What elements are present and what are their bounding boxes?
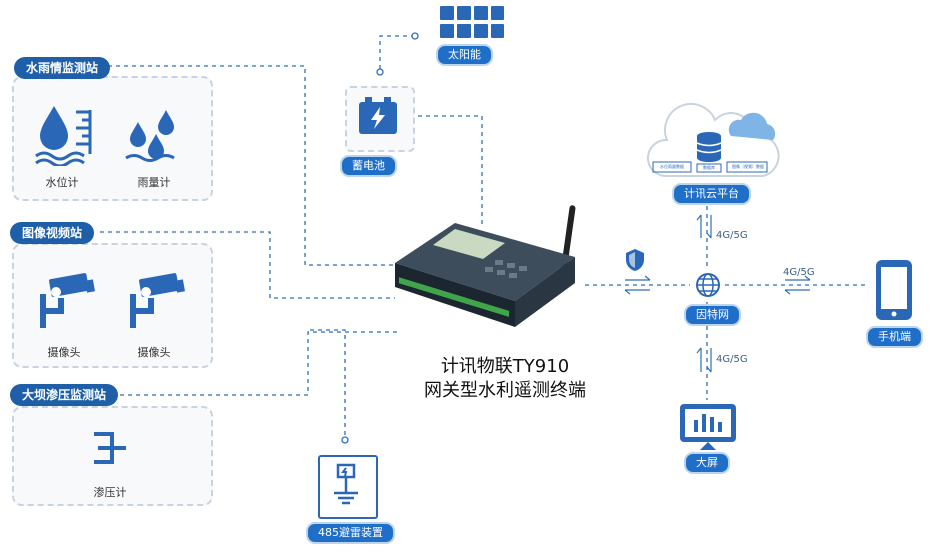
solar-label: 太阳能	[436, 44, 493, 66]
camera-icon	[130, 273, 185, 328]
battery-icon	[359, 97, 397, 134]
device-title-line1: 计讯物联TY910	[440, 356, 570, 377]
phone-icon	[876, 260, 912, 320]
device-title: 计讯物联TY910 网关型水利遥测终端	[380, 355, 630, 403]
piezometer-label: 渗压计	[93, 486, 127, 499]
camera-label-1: 摄像头	[47, 346, 81, 359]
device-title-line2: 网关型水利遥测终端	[424, 380, 586, 401]
cloud-label: 计讯云平台	[672, 183, 751, 205]
network-label-up: 4G/5G	[716, 230, 748, 241]
globe-icon	[696, 273, 720, 297]
lightning-label: 485避雷装置	[306, 522, 395, 544]
camera-icon	[40, 273, 95, 328]
video-station-title: 图像视频站	[10, 222, 95, 244]
battery-label: 蓄电池	[340, 155, 397, 177]
internet-label: 因特网	[684, 304, 741, 326]
line-solar	[379, 35, 415, 72]
lightning-protector-icon	[334, 463, 358, 505]
network-label-right: 4G/5G	[783, 267, 815, 278]
line-battery	[410, 115, 483, 225]
cloud-icon	[646, 103, 780, 177]
dam-station-title: 大坝渗压监测站	[10, 384, 119, 406]
camera-label-2: 摄像头	[137, 346, 171, 359]
cloud-sublabel-2: 数据库	[703, 165, 715, 170]
network-label-down: 4G/5G	[716, 354, 748, 365]
cloud-sublabel-3: 图像（视频）数据	[732, 164, 764, 169]
solar-panel-icon	[440, 6, 504, 38]
cloud-sublabel-1: 水位雨量数据	[660, 164, 684, 169]
rain-gauge-icon	[125, 110, 175, 162]
rain-gauge-label: 雨量计	[137, 176, 171, 189]
water-rain-station-title: 水雨情监测站	[14, 57, 111, 79]
big-screen-icon	[680, 404, 736, 450]
line-dam-station	[120, 331, 400, 396]
piezometer-icon	[94, 432, 126, 464]
water-level-label: 水位计	[45, 176, 79, 189]
rtu-device-image	[395, 205, 576, 327]
shield-icon	[626, 249, 644, 271]
phone-label: 手机端	[866, 326, 923, 348]
line-video-station	[100, 231, 395, 299]
line-lightning	[310, 329, 346, 440]
battery-box	[345, 86, 415, 152]
screen-label: 大屏	[684, 452, 730, 474]
line-water-station	[100, 65, 398, 266]
water-level-icon	[35, 106, 92, 166]
